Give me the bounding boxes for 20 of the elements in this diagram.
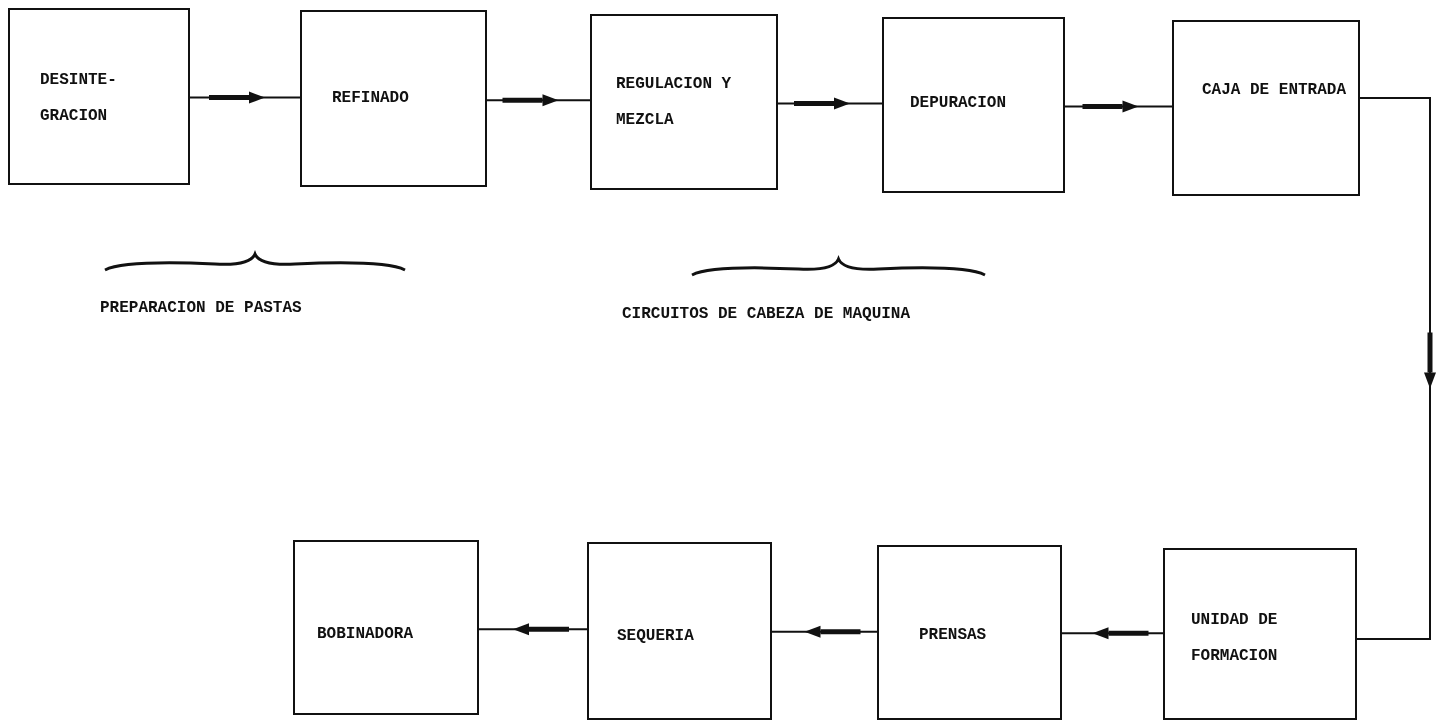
- process-box: [882, 17, 1065, 193]
- box-label: BOBINADORA: [317, 624, 414, 645]
- box-label: PRENSAS: [919, 625, 988, 646]
- process-box: [8, 8, 190, 185]
- box-label: REFINADO: [332, 88, 410, 109]
- box-label: UNIDAD DE FORMACION: [1191, 610, 1279, 667]
- box-label: REGULACION Y MEZCLA: [616, 74, 733, 131]
- group-label: CIRCUITOS DE CABEZA DE MAQUINA: [622, 304, 911, 325]
- process-box: [300, 10, 487, 187]
- process-box: [1172, 20, 1360, 196]
- box-label: DESINTE- GRACION: [40, 70, 118, 127]
- process-box: [587, 542, 772, 720]
- process-box: [877, 545, 1062, 720]
- process-box: [1163, 548, 1357, 720]
- box-label: DEPURACION: [910, 93, 1007, 114]
- box-label: CAJA DE ENTRADA: [1202, 80, 1348, 101]
- process-box: [293, 540, 479, 715]
- group-label: PREPARACION DE PASTAS: [100, 298, 302, 319]
- process-box: [590, 14, 778, 190]
- box-label: SEQUERIA: [617, 626, 695, 647]
